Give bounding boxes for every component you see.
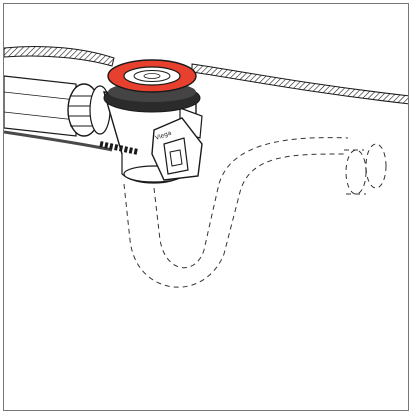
- diagram-frame: Viega: [3, 3, 409, 411]
- bowden-cable: [4, 130, 139, 155]
- drain-seal-ring: [107, 59, 197, 93]
- drain-assembly-illustration: Viega: [4, 45, 408, 288]
- siphon-trap-dashed: [123, 137, 387, 288]
- basin-surface: [4, 45, 408, 105]
- control-module: Viega: [151, 117, 203, 181]
- overflow-pipe: [4, 75, 77, 137]
